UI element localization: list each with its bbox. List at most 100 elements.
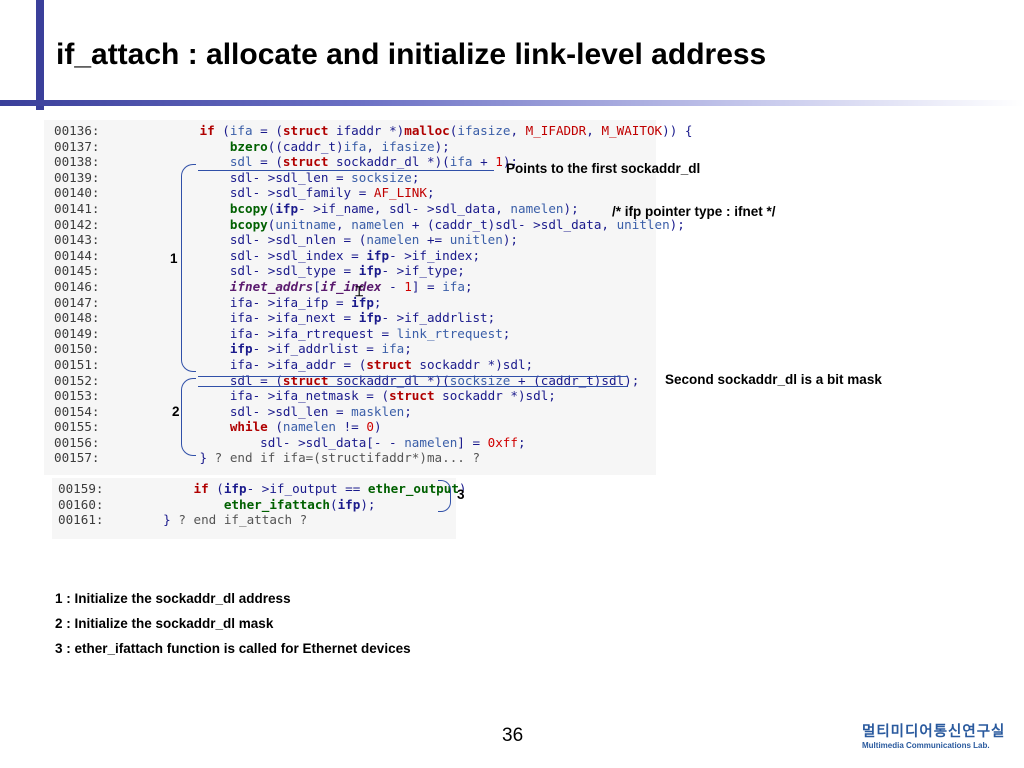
code-line: 00150: ifp- >if_addrlist = ifa; — [44, 341, 656, 357]
code-token: 1 — [495, 154, 503, 170]
code-token: ifa- >ifa_netmask = ( — [229, 388, 390, 404]
code-line: 00137: bzero((caddr_t)ifa, ifasize); — [44, 139, 656, 155]
line-number: 00136: — [54, 123, 100, 138]
code-token: = ( — [252, 123, 283, 138]
code-token: 0 — [366, 419, 374, 435]
code-token: sockaddr *)sdl; — [434, 388, 556, 404]
code-token: , — [336, 216, 352, 232]
code-token: ifa — [381, 341, 405, 357]
code-token: ifp — [275, 200, 299, 216]
code-line: 00141: bcopy(ifp- >if_name, sdl- >sdl_da… — [44, 201, 656, 217]
code-token: ] = — [411, 278, 443, 294]
annotation-first-sockaddr: Points to the first sockaddr_dl — [506, 161, 701, 176]
line-number: 00155: — [54, 419, 100, 435]
code-line: 00151: ifa- >ifa_addr = (struct sockaddr… — [44, 357, 656, 373]
code-token: ifa — [442, 278, 465, 294]
code-token: - >if_name, sdl- >sdl_data, — [298, 200, 511, 216]
line-number: 00141: — [54, 200, 100, 216]
code-listing-main: 00136: if (ifa = (struct ifaddr *)malloc… — [44, 120, 692, 475]
code-line: 00140: sdl- >sdl_family = AF_LINK; — [44, 185, 656, 201]
code-token: ); — [669, 216, 685, 232]
code-token: ? end if ifa=(structifaddr*)ma... ? — [207, 450, 481, 466]
code-token: if — [199, 123, 215, 138]
code-token: ifa- >ifa_ifp = — [229, 294, 352, 310]
title-accent-vertical-bar — [36, 0, 44, 110]
page-number: 36 — [502, 725, 524, 746]
code-token: ifa — [229, 123, 253, 138]
code-token: ifa- >ifa_addr = ( — [229, 356, 367, 372]
code-token: bcopy — [229, 216, 268, 232]
text-cursor-icon: ⌶ — [355, 283, 364, 299]
code-line: 00139: sdl- >sdl_len = socksize; — [44, 170, 656, 186]
code-token: - >if_output == — [246, 481, 368, 496]
code-line: 00138: sdl = (struct sockaddr_dl *)(ifa … — [44, 154, 656, 170]
annotation-ifp-type: /* ifp pointer type : ifnet */ — [612, 204, 776, 219]
code-token: } — [199, 450, 208, 466]
code-token: ifp — [358, 263, 382, 279]
code-token: [ — [313, 278, 321, 294]
code-token: ifp — [358, 310, 382, 326]
code-token: 0xff — [487, 434, 518, 450]
code-token: - >if_type; — [381, 263, 465, 279]
code-token: - — [381, 278, 405, 294]
code-token: struct — [282, 154, 329, 170]
lab-logo-english: Multimedia Communications Lab. — [862, 741, 990, 750]
code-token: while — [229, 419, 268, 435]
slide-title: if_attach : allocate and initialize link… — [56, 38, 767, 71]
code-line: 00149: ifa- >ifa_rtrequest = link_rtrequ… — [44, 326, 656, 342]
legend-item-3: 3 : ether_ifattach function is called fo… — [55, 641, 411, 656]
group-label-2: 2 — [172, 404, 180, 419]
code-token: ((caddr_t) — [267, 138, 344, 154]
code-token: bzero — [229, 138, 268, 154]
bracket-group-2 — [181, 378, 196, 456]
underline-line-138 — [198, 170, 494, 171]
line-number: 00148: — [54, 310, 100, 326]
code-token: AF_LINK — [373, 185, 427, 201]
code-line: 00157: } ? end if ifa=(structifaddr*)ma.… — [44, 450, 656, 466]
code-token: malloc — [404, 123, 450, 138]
code-listing-ether: 00159: if (ifp- >if_output == ether_outp… — [52, 478, 467, 539]
code-token: - >if_addrlist = — [252, 341, 382, 357]
code-token: sdl- >sdl_type = — [229, 263, 359, 279]
line-number: 00147: — [54, 294, 100, 310]
code-token: ifasize — [457, 123, 511, 138]
code-line: 00146: ifnet_addrs[if_index - 1] = ifa; — [44, 279, 656, 295]
code-token: unitlen — [616, 216, 670, 232]
code-line: 00148: ifa- >ifa_next = ifp- >if_addrlis… — [44, 310, 656, 326]
code-line: 00136: if (ifa = (struct ifaddr *)malloc… — [44, 123, 692, 139]
code-token — [154, 139, 230, 154]
line-number: 00144: — [54, 247, 100, 263]
code-token — [154, 435, 260, 450]
code-token: ); — [434, 138, 450, 154]
line-number: 00146: — [54, 278, 100, 294]
code-token: ? end if_attach ? — [170, 512, 308, 528]
code-token: struct — [366, 356, 412, 372]
code-token: struct — [282, 123, 329, 138]
code-line: 00160: ether_ifattach(ifp); — [52, 497, 456, 513]
code-token: sdl- >sdl_family = — [229, 185, 374, 201]
line-number: 00159: — [58, 481, 104, 496]
line-number: 00137: — [54, 138, 100, 154]
code-token: struct — [389, 388, 435, 404]
code-token: ; — [502, 325, 511, 341]
code-token: ifp — [229, 341, 253, 357]
line-number: 00142: — [54, 216, 100, 232]
code-token: != — [336, 419, 367, 435]
code-line: 00145: sdl- >sdl_type = ifp- >if_type; — [44, 263, 656, 279]
line-number: 00154: — [54, 403, 100, 419]
line-number: 00139: — [54, 169, 100, 185]
line-number: 00150: — [54, 341, 100, 357]
code-token: - >if_addrlist; — [381, 310, 496, 326]
line-number: 00156: — [54, 434, 100, 450]
code-token: ifa — [343, 138, 367, 154]
code-token: ( — [267, 216, 276, 232]
code-token: ifp — [337, 496, 361, 512]
code-token: 1 — [404, 278, 412, 294]
code-token: ifp — [366, 247, 390, 263]
code-token: namelen — [404, 434, 458, 450]
code-token: ( — [267, 200, 276, 216]
code-line: 00155: while (namelen != 0) — [44, 419, 656, 435]
code-token: ifnet_addrs — [229, 278, 314, 294]
code-token: += — [419, 232, 450, 248]
code-token: unitlen — [449, 232, 503, 248]
